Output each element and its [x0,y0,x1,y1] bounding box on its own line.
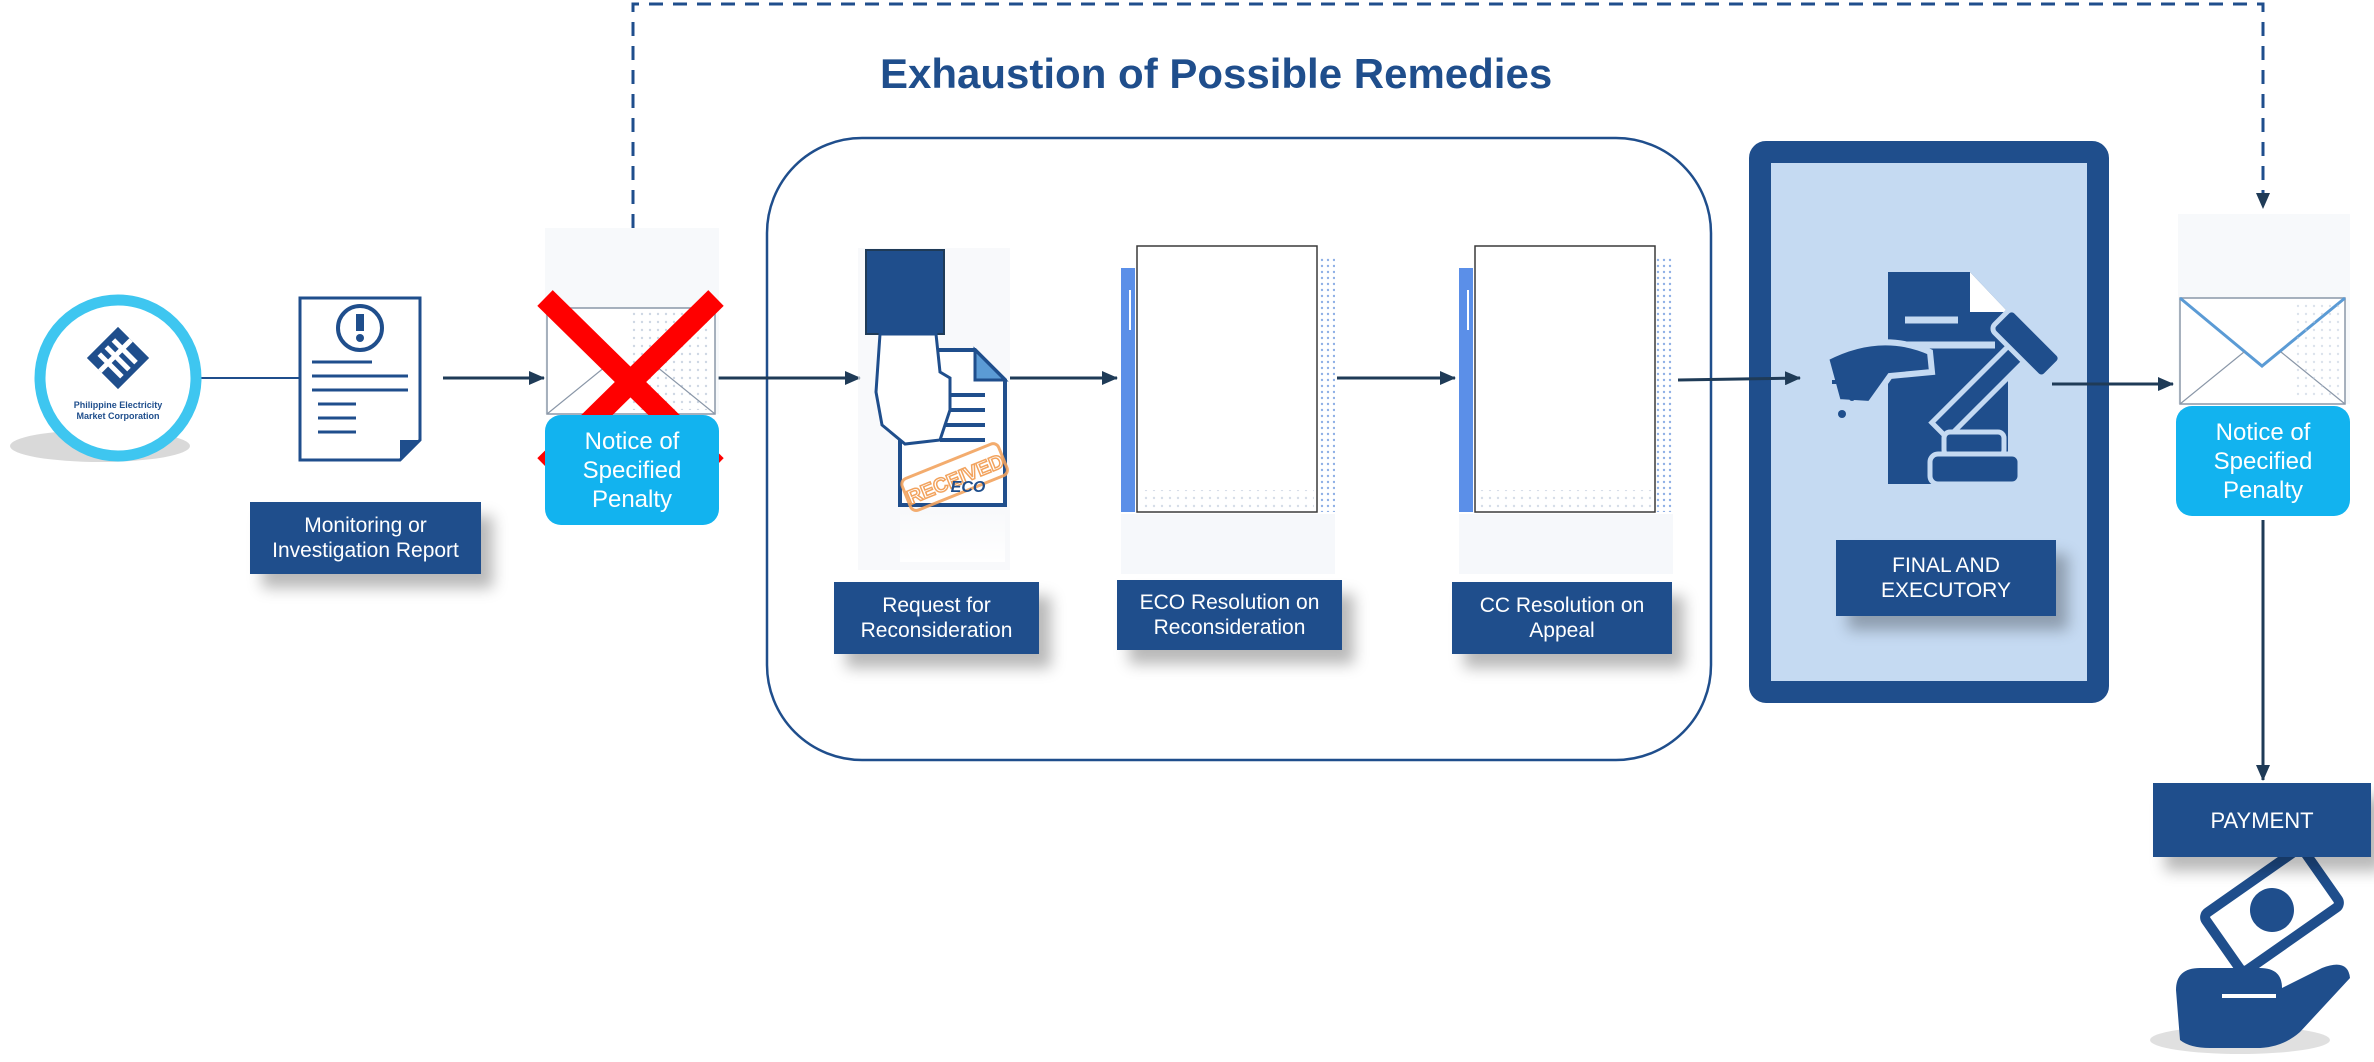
logo-line-1: Philippine Electricity [74,400,163,410]
cc-resolution-line-2: Appeal [1529,619,1595,642]
monitoring-label-line-2: Investigation Report [272,539,459,562]
notice-cancelled-line-3: Penalty [591,485,673,513]
eco-resolution-line-1: ECO Resolution on [1139,591,1320,614]
arrow-cc-final [1677,371,1801,386]
envelope-icon [2178,214,2350,405]
notice-final-line-2: Specified [2213,447,2313,475]
cc-resolution-line-1: CC Resolution on [1479,594,1645,617]
remedies-group-box [765,136,1713,762]
monitoring-report-label: Monitoring or Investigation Report [250,502,481,574]
notice-final-line-1: Notice of [2215,418,2311,446]
eco-resolution-line-2: Reconsideration [1153,616,1306,639]
report-document-icon [298,296,422,462]
request-label: Request for Reconsideration [834,582,1039,654]
notice-final-line-3: Penalty [2222,476,2304,504]
notice-cancelled-line-2: Specified [582,456,682,484]
request-label-line-1: Request for [882,594,991,617]
page-title: Exhaustion of Possible Remedies [880,50,1553,97]
final-label-line-2: EXECUTORY [1881,579,2011,602]
cc-resolution-label: CC Resolution on Appeal [1452,582,1672,654]
final-label-line-1: FINAL AND [1892,554,2000,577]
notice-cancelled-label: Notice of Specified Penalty [545,415,719,525]
monitoring-label-line-1: Monitoring or [304,514,427,537]
notice-final-label: Notice of Specified Penalty [2176,406,2350,516]
gavel-document-icon [1822,272,2063,487]
blank-document-icon [1121,245,1335,574]
money-hand-icon [2150,844,2350,1054]
payment-label-text: PAYMENT [2210,807,2314,833]
notice-cancelled-line-1: Notice of [584,427,680,455]
dashed-connector [631,2,2270,228]
blank-document-icon [1459,245,1673,574]
hand-document-icon: RECEIVED ECO [858,248,1010,570]
final-executory-label: FINAL AND EXECUTORY [1836,540,2056,616]
eco-resolution-label: ECO Resolution on Reconsideration [1117,580,1342,650]
request-label-line-2: Reconsideration [860,619,1013,642]
logo-icon: Philippine Electricity Market Corporatio… [10,294,202,462]
payment-label: PAYMENT [2153,783,2371,857]
logo-line-2: Market Corporation [76,411,159,421]
stamp-sub: ECO [951,479,986,496]
